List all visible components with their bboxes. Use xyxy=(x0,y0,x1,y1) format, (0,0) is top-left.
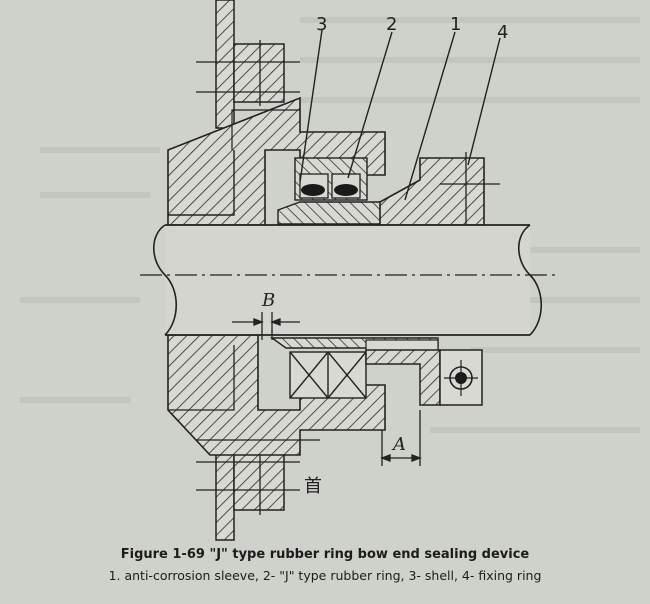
label-b: B xyxy=(261,290,275,311)
fixing-ring-lower xyxy=(365,349,483,406)
caption-subtitle: 1. anti-corrosion sleeve, 2- "J" type ru… xyxy=(108,568,542,583)
shell-lower xyxy=(167,334,386,456)
label-1: 1 xyxy=(450,14,461,35)
label-a: A xyxy=(391,434,406,455)
dimension-a xyxy=(380,410,422,466)
label-3: 3 xyxy=(316,14,327,35)
shaft xyxy=(153,224,542,336)
caption-title: Figure 1-69 "J" type rubber ring bow end… xyxy=(120,547,530,562)
leader-lines xyxy=(299,29,501,201)
j-ring-upper xyxy=(294,157,368,201)
fixing-ring-upper xyxy=(379,152,500,226)
dimension-b xyxy=(232,312,300,340)
label-first: 首 xyxy=(304,476,322,497)
label-4: 4 xyxy=(497,22,508,43)
label-2: 2 xyxy=(386,14,397,35)
packing-lower xyxy=(289,351,367,399)
